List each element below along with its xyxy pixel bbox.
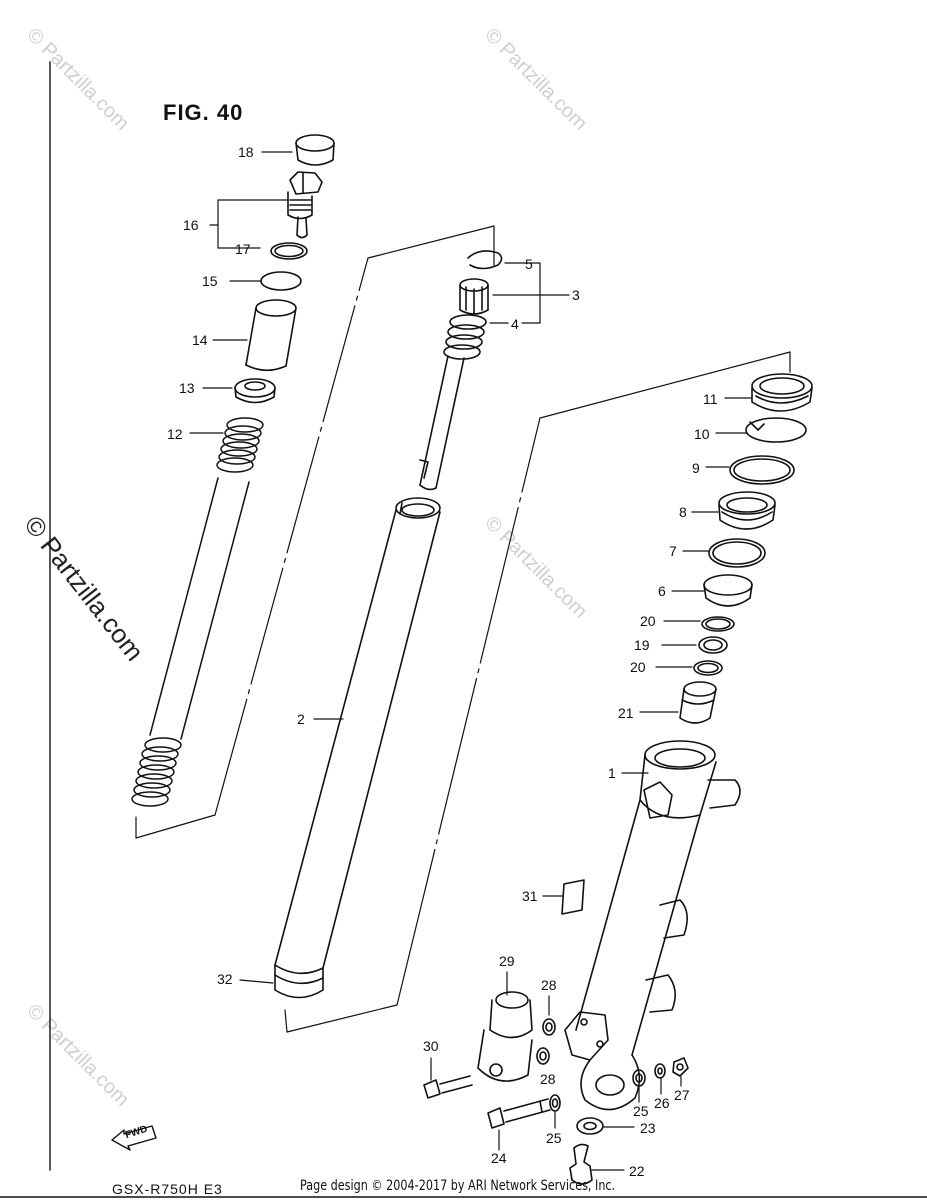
part-label-10: 10 (694, 426, 710, 442)
part-label-15: 15 (202, 273, 218, 289)
part-14-spacer (245, 299, 297, 372)
part-label-13: 13 (179, 380, 195, 396)
part-label-26: 26 (654, 1095, 670, 1111)
part-3-rod-top (419, 278, 489, 491)
part-label-9: 9 (692, 460, 700, 476)
part-8-oil-seal (718, 491, 776, 530)
part-label-3: 3 (572, 287, 580, 303)
part-label-29: 29 (499, 953, 515, 969)
part-label-21: 21 (618, 705, 634, 721)
part-30-bolt (423, 1075, 473, 1099)
part-label-20b: 20 (630, 659, 646, 675)
page-credit: Page design © 2004-2017 by ARI Network S… (300, 1178, 616, 1194)
model-code: GSX-R750H E3 (112, 1181, 223, 1197)
part-29-adjuster (477, 991, 533, 1082)
part-label-28a: 28 (541, 977, 557, 993)
part-label-27: 27 (674, 1087, 690, 1103)
part-24-bolt (487, 1098, 551, 1129)
part-label-17: 17 (235, 241, 251, 257)
part-label-5: 5 (525, 256, 533, 272)
part-label-12: 12 (167, 426, 183, 442)
part-label-8: 8 (679, 504, 687, 520)
part-label-28b: 28 (540, 1071, 556, 1087)
part-12-spring (131, 417, 264, 807)
part-label-14: 14 (192, 332, 208, 348)
part-22-drain-bolt (569, 1143, 593, 1185)
part-21-bushing (679, 681, 717, 724)
part-label-32: 32 (217, 971, 233, 987)
part-label-16: 16 (183, 217, 199, 233)
part-16-bolt (287, 171, 323, 239)
part-label-23: 23 (640, 1120, 656, 1136)
part-18-cap (295, 134, 335, 166)
part-label-25a: 25 (633, 1103, 649, 1119)
part-label-31: 31 (522, 888, 538, 904)
part-1-outer-tube (564, 740, 741, 1111)
part-label-30: 30 (423, 1038, 439, 1054)
part-label-18: 18 (238, 144, 254, 160)
part-label-20a: 20 (640, 613, 656, 629)
figure-title: FIG. 40 (163, 100, 244, 125)
part-label-6: 6 (658, 583, 666, 599)
fwd-arrow-icon (111, 1125, 157, 1151)
part-label-2: 2 (297, 711, 305, 727)
part-label-24: 24 (491, 1150, 507, 1166)
part-label-4: 4 (511, 316, 519, 332)
part-11-dust-seal (751, 373, 813, 412)
part-label-25b: 25 (546, 1130, 562, 1146)
part-label-7: 7 (669, 543, 677, 559)
part-label-1: 1 (608, 765, 616, 781)
part-2-inner-tube (274, 497, 441, 999)
part-label-19: 19 (634, 637, 650, 653)
part-label-22: 22 (629, 1163, 645, 1179)
part-label-11: 11 (703, 391, 718, 407)
